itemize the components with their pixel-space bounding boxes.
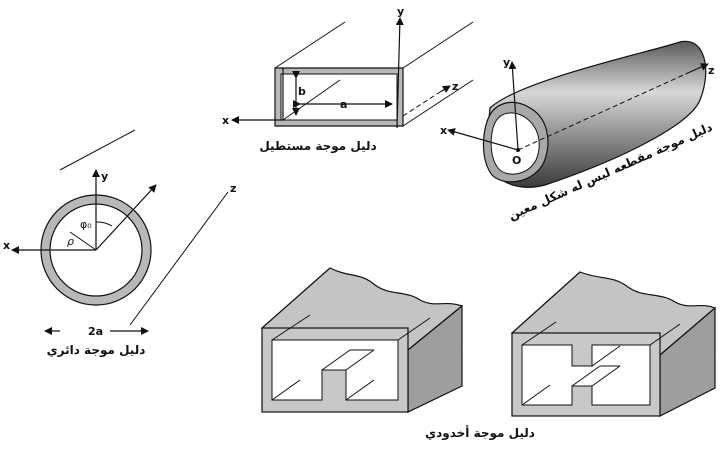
irregular-origin-label: O xyxy=(512,154,521,167)
irregular-z-axis xyxy=(689,63,709,73)
ridge2-upper-ridge-edge xyxy=(591,345,621,367)
circular-rho-line xyxy=(69,231,97,251)
rect-top-left-edge xyxy=(274,21,346,69)
rect-z-axis xyxy=(439,85,451,94)
rect-y-label: y xyxy=(397,5,404,18)
rect-z-label: z xyxy=(452,80,458,93)
circular-rho-label: ρ xyxy=(67,235,74,248)
ridge2-inner-edge-2 xyxy=(649,323,681,346)
circular-y-label: y xyxy=(101,170,108,183)
ridge1-inner-edge-3 xyxy=(271,379,301,401)
ridge1-ridge-edge-2 xyxy=(345,349,375,371)
rectangular-caption: دليل موجة مستطيل xyxy=(259,139,376,154)
circular-caption: دليل موجة دائري xyxy=(47,343,146,358)
ridge1-inner-edge-2 xyxy=(397,317,431,341)
ridge2-lower-ridge-edge-2 xyxy=(571,365,601,387)
ridge2-opening xyxy=(521,344,651,406)
circular-diameter-label: 2a xyxy=(88,325,103,338)
irregular-x-axis xyxy=(447,128,519,151)
rect-top-right-edge xyxy=(402,21,474,69)
ridge1-ridge-edge-3 xyxy=(345,379,375,401)
irregular-waveguide: O y x z دليل موجة مقطعه ليس له شكل معين xyxy=(440,40,715,224)
circular-x-label: x xyxy=(3,239,10,252)
irregular-origin-dot xyxy=(516,148,520,152)
irregular-z-label: z xyxy=(708,64,714,77)
circular-z-label: z xyxy=(230,182,236,195)
ridge2-inner-edge-3 xyxy=(521,384,551,406)
ridged-waveguide-single xyxy=(260,267,464,413)
ridged-caption: دليل موجة أخدودي xyxy=(425,425,535,441)
circular-phi-label: φ₀ xyxy=(80,218,92,231)
circular-z-direction xyxy=(95,184,157,251)
rect-y-axis xyxy=(395,17,404,129)
rect-x-label: x xyxy=(222,114,229,127)
ridge2-inner-edge-1 xyxy=(521,321,557,346)
irregular-y-axis xyxy=(508,61,519,151)
circular-top-edge xyxy=(59,129,136,171)
circular-waveguide: x y z φ₀ ρ 2a دليل موجة دائري xyxy=(3,129,236,358)
circular-phi-arc xyxy=(95,221,113,227)
ridge1-inner-edge-1 xyxy=(271,314,311,341)
rect-bottom-right-edge xyxy=(402,79,474,127)
circular-bottom-edge xyxy=(129,191,229,326)
rect-a-label: a xyxy=(340,98,347,111)
irregular-y-label: y xyxy=(503,56,510,69)
rect-b-label: b xyxy=(298,85,306,98)
irregular-x-label: x xyxy=(440,124,447,137)
rectangular-waveguide: b a x y z دليل موجة مستطيل xyxy=(222,5,474,154)
rect-z-dashed xyxy=(402,91,441,117)
ridge1-ridge-edge-1 xyxy=(321,349,351,371)
ridge2-lower-ridge-edge xyxy=(591,365,621,387)
ridged-waveguide-double xyxy=(510,271,717,417)
